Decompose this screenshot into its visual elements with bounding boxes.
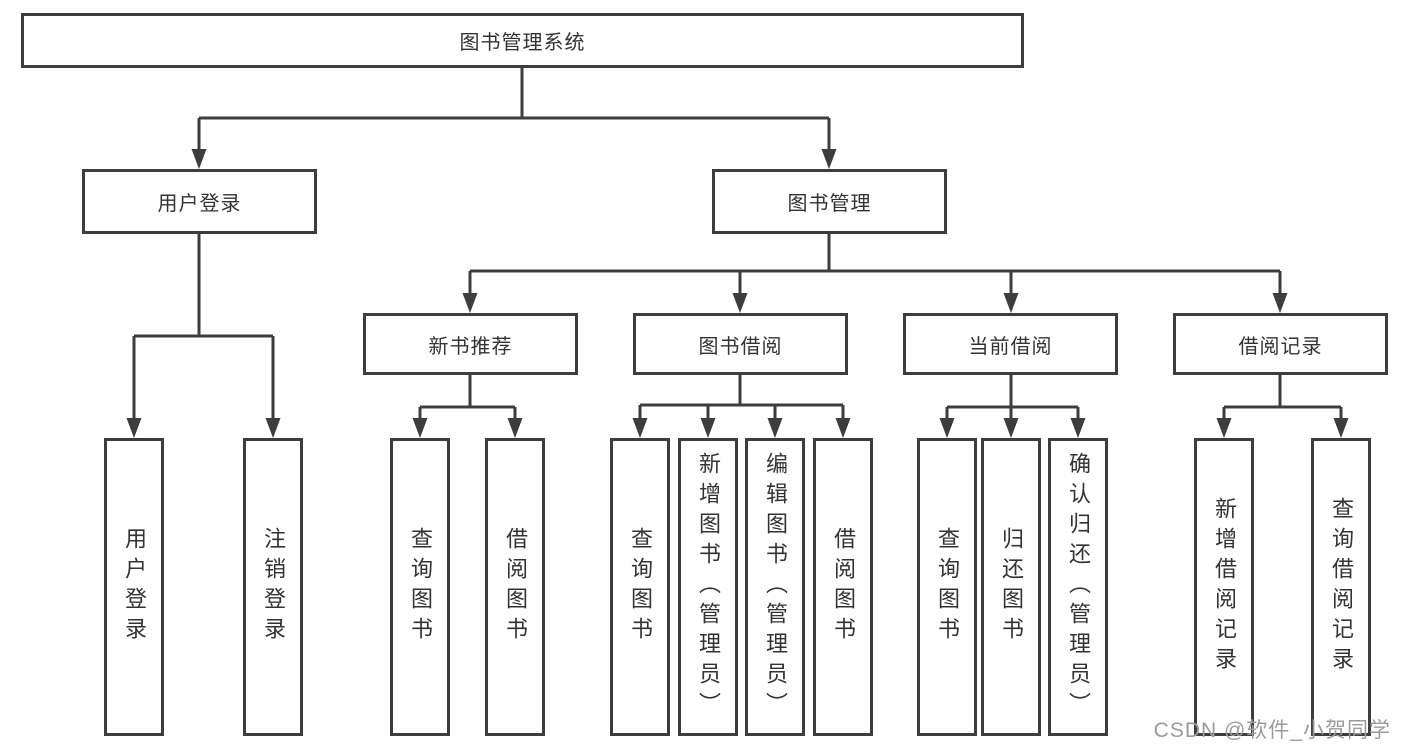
node-user-login: 用户登录 bbox=[82, 169, 317, 234]
node-root: 图书管理系统 bbox=[21, 13, 1024, 68]
node-book-management: 图书管理 bbox=[712, 169, 947, 234]
leaf-bb-query-books-label: 查询图书 bbox=[628, 527, 653, 647]
node-current-borrowing-label: 当前借阅 bbox=[968, 335, 1053, 358]
leaf-cb-query-books-label: 查询图书 bbox=[935, 527, 960, 647]
leaf-user-login-label: 用户登录 bbox=[122, 527, 147, 647]
node-new-book-recommend: 新书推荐 bbox=[363, 313, 578, 375]
node-borrowing-records-label: 借阅记录 bbox=[1238, 335, 1323, 358]
leaf-cb-confirm-return-admin: 确认归还（管理员） bbox=[1048, 438, 1108, 736]
leaf-nbr-borrow-books: 借阅图书 bbox=[485, 438, 545, 736]
leaf-logout-label: 注销登录 bbox=[261, 527, 286, 647]
leaf-bb-edit-books-admin-label: 编辑图书（管理员） bbox=[763, 452, 788, 722]
leaf-cb-query-books: 查询图书 bbox=[917, 438, 977, 736]
leaf-cb-return-books-label: 归还图书 bbox=[999, 527, 1024, 647]
leaf-bb-add-books-admin: 新增图书（管理员） bbox=[678, 438, 738, 736]
leaf-br-add-record: 新增借阅记录 bbox=[1194, 438, 1254, 736]
watermark: CSDN @软件_小贺同学 bbox=[1153, 719, 1391, 742]
leaf-bb-add-books-admin-label: 新增图书（管理员） bbox=[696, 452, 721, 722]
leaf-nbr-borrow-books-label: 借阅图书 bbox=[503, 527, 528, 647]
node-borrowing-records: 借阅记录 bbox=[1173, 313, 1388, 375]
node-book-management-label: 图书管理 bbox=[787, 193, 872, 215]
leaf-bb-borrow-books-label: 借阅图书 bbox=[831, 527, 856, 647]
leaf-user-login: 用户登录 bbox=[104, 438, 164, 736]
leaf-bb-query-books: 查询图书 bbox=[610, 438, 670, 736]
leaf-bb-edit-books-admin: 编辑图书（管理员） bbox=[745, 438, 805, 736]
node-book-borrowing: 图书借阅 bbox=[633, 313, 848, 375]
leaf-br-query-record: 查询借阅记录 bbox=[1311, 438, 1371, 736]
leaf-br-add-record-label: 新增借阅记录 bbox=[1212, 497, 1237, 677]
leaf-cb-confirm-return-admin-label: 确认归还（管理员） bbox=[1066, 452, 1091, 722]
node-user-login-label: 用户登录 bbox=[157, 193, 242, 215]
node-book-borrowing-label: 图书借阅 bbox=[698, 335, 783, 358]
node-current-borrowing: 当前借阅 bbox=[903, 313, 1118, 375]
node-new-book-recommend-label: 新书推荐 bbox=[428, 335, 513, 358]
leaf-nbr-query-books-label: 查询图书 bbox=[408, 527, 433, 647]
leaf-cb-return-books: 归还图书 bbox=[981, 438, 1041, 736]
leaf-bb-borrow-books: 借阅图书 bbox=[813, 438, 873, 736]
leaf-logout: 注销登录 bbox=[243, 438, 303, 736]
node-root-label: 图书管理系统 bbox=[459, 32, 586, 54]
leaf-br-query-record-label: 查询借阅记录 bbox=[1329, 497, 1354, 677]
leaf-nbr-query-books: 查询图书 bbox=[390, 438, 450, 736]
